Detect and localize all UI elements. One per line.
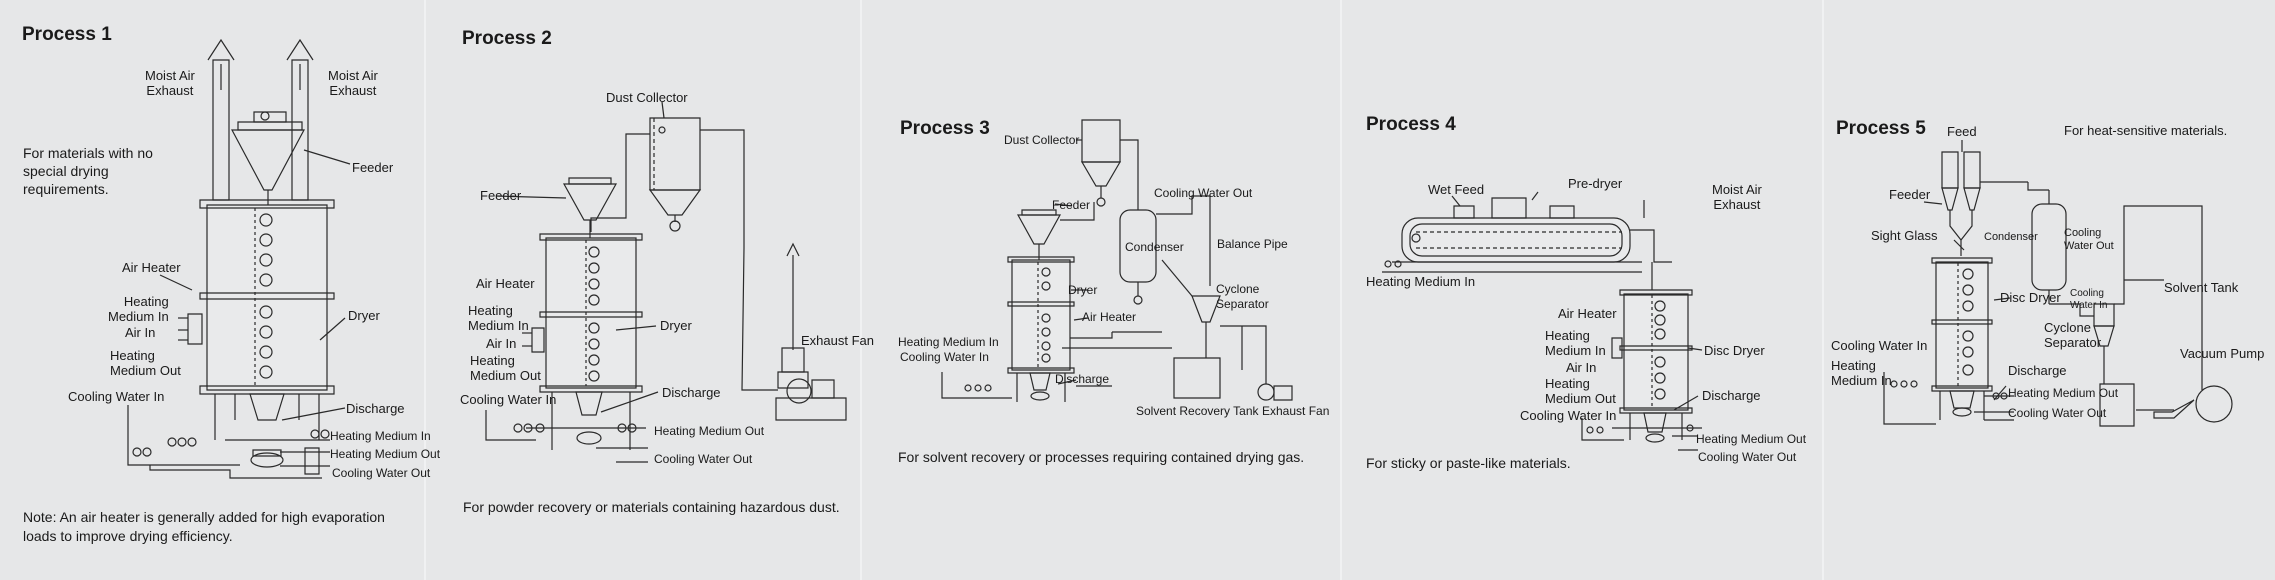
- process-3-description: For solvent recovery or processes requir…: [898, 449, 1305, 465]
- cooling-water-in-label: Cooling Water In: [1831, 338, 1928, 353]
- cooling-water-out-label: Cooling Water Out: [332, 466, 431, 480]
- heating-medium-out-label: Heating Medium Out: [2008, 386, 2119, 400]
- air-in-label: Air In: [1566, 360, 1597, 375]
- process-1-title: Process 1: [22, 24, 112, 45]
- process-1-schematic: [0, 0, 424, 580]
- heating-medium-in-label: Heating Medium In: [1545, 328, 1606, 358]
- solvent-tank-label: Solvent Tank: [2164, 280, 2239, 295]
- heating-medium-in-label: Heating Medium In: [1831, 358, 1892, 388]
- dryer-inspection-ports: [1655, 301, 1665, 399]
- panel-separator: [860, 0, 862, 580]
- process-2-description: For powder recovery or materials contain…: [463, 499, 840, 515]
- process-5-description: For heat-sensitive materials.: [2064, 123, 2228, 138]
- discharge-label: Discharge: [2008, 363, 2067, 378]
- exhaust-fan-label: Exhaust Fan: [801, 333, 874, 348]
- balance-pipe-label: Balance Pipe: [1217, 237, 1288, 251]
- moist-air-exhaust-label: Moist Air Exhaust: [1712, 182, 1762, 212]
- heating-medium-out-label: Heating Medium Out: [470, 353, 541, 383]
- sight-glass-label: Sight Glass: [1871, 228, 1938, 243]
- air-heater-label: Air Heater: [476, 276, 535, 291]
- process-5-schematic: [1824, 0, 2275, 580]
- heating-medium-in-label: Heating Medium In: [330, 429, 431, 443]
- cooling-water-in-label: Cooling Water In: [1520, 408, 1617, 423]
- heating-medium-out-label: Heating Medium Out: [1545, 376, 1616, 406]
- air-heater-label: Air Heater: [1558, 306, 1617, 321]
- cooling-water-in-label: Cooling Water In: [2070, 288, 2108, 311]
- condenser-label: Condenser: [1125, 240, 1184, 254]
- cooling-water-out-label: Cooling Water Out: [1698, 450, 1797, 464]
- discharge-label: Discharge: [1055, 372, 1110, 386]
- panel-separator: [1340, 0, 1342, 580]
- cooling-water-out-label: Cooling Water Out: [2064, 227, 2114, 252]
- feeder-label: Feeder: [1889, 187, 1931, 202]
- heating-medium-in-label: Heating Medium In: [1366, 274, 1476, 289]
- vacuum-pump-label: Vacuum Pump: [2180, 346, 2265, 361]
- disc-dryer-label: Disc Dryer: [1704, 343, 1765, 358]
- feeder-label: Feeder: [1052, 198, 1091, 212]
- pre-dryer-label: Pre-dryer: [1568, 176, 1623, 191]
- dryer-inspection-ports: [589, 247, 599, 381]
- process-4-schematic: [1342, 0, 1822, 580]
- feeder-label: Feeder: [480, 188, 522, 203]
- panel-separator: [424, 0, 426, 580]
- heating-medium-out-label: Heating Medium Out: [654, 424, 765, 438]
- process-4-title: Process 4: [1366, 114, 1456, 135]
- process-4-description: For sticky or paste-like materials.: [1366, 455, 1571, 471]
- discharge-label: Discharge: [1702, 388, 1761, 403]
- process-3-schematic: [862, 0, 1340, 580]
- disc-dryer-label: Disc Dryer: [2000, 290, 2061, 305]
- discharge-label: Discharge: [346, 401, 405, 416]
- heating-medium-out-label: Heating Medium Out: [330, 447, 441, 461]
- cooling-water-out-label: Cooling Water Out: [1154, 186, 1253, 200]
- cooling-water-in-label: Cooling Water In: [460, 392, 557, 407]
- exhaust-fan-label: Exhaust Fan: [1262, 404, 1330, 418]
- feeder-label: Feeder: [352, 160, 394, 175]
- process-1-description: For materials with no special drying req…: [23, 145, 153, 197]
- process-3-panel: Process 3 Dust Collector Feeder Cooling …: [862, 0, 1340, 580]
- heating-medium-in-label: Heating Medium In: [468, 303, 529, 333]
- dryer-label: Dryer: [660, 318, 692, 333]
- process-1-panel: Process 1 For materials with no special …: [0, 0, 440, 580]
- heating-medium-out-label: Heating Medium Out: [1696, 432, 1807, 446]
- air-in-label: Air In: [486, 336, 517, 351]
- dust-collector-label: Dust Collector: [606, 90, 688, 105]
- cyclone-separator-label: Cyclone Separator: [2044, 320, 2102, 350]
- process-2-schematic: [426, 0, 860, 580]
- cyclone-separator-label: Cyclone Separator: [1216, 282, 1269, 311]
- process-2-title: Process 2: [462, 28, 552, 49]
- feed-label: Feed: [1947, 124, 1977, 139]
- dryer-label: Dryer: [348, 308, 380, 323]
- condenser-label: Condenser: [1984, 231, 2038, 243]
- air-heater-label: Air Heater: [1082, 310, 1137, 324]
- dryer-inspection-ports: [260, 214, 272, 378]
- moist-air-exhaust-label: Moist Air Exhaust: [145, 68, 195, 98]
- cooling-water-out-label: Cooling Water Out: [2008, 406, 2107, 420]
- dryer-inspection-ports: [1042, 268, 1050, 362]
- process-5-panel: Process 5 Feed For heat-sensitive materi…: [1824, 0, 2275, 580]
- process-4-panel: Process 4 Wet Feed Pre-dryer Moist Air E…: [1342, 0, 1822, 580]
- moist-air-exhaust-label: Moist Air Exhaust: [328, 68, 378, 98]
- dust-collector-label: Dust Collector: [1004, 133, 1080, 147]
- dryer-label: Dryer: [1068, 283, 1098, 297]
- cooling-water-out-label: Cooling Water Out: [654, 452, 753, 466]
- heating-medium-out-label: Heating Medium Out: [110, 348, 181, 378]
- dryer-inspection-ports: [1963, 269, 1973, 375]
- process-5-title: Process 5: [1836, 118, 1926, 139]
- process-1-note: Note: An air heater is generally added f…: [23, 509, 385, 544]
- wet-feed-label: Wet Feed: [1428, 182, 1485, 197]
- discharge-label: Discharge: [662, 385, 721, 400]
- process-3-title: Process 3: [900, 118, 990, 139]
- process-2-panel: Process 2 Dust Collector Feeder Air Heat…: [426, 0, 874, 580]
- cooling-water-in-label: Cooling Water In: [900, 350, 989, 364]
- heating-medium-in-label: Heating Medium In: [898, 335, 999, 349]
- air-heater-label: Air Heater: [122, 260, 181, 275]
- heating-medium-in-label: Heating Medium In: [108, 294, 169, 324]
- solvent-recovery-tank-label: Solvent Recovery Tank: [1136, 404, 1259, 418]
- panel-separator: [1822, 0, 1824, 580]
- air-in-label: Air In: [125, 325, 156, 340]
- cooling-water-in-label: Cooling Water In: [68, 389, 165, 404]
